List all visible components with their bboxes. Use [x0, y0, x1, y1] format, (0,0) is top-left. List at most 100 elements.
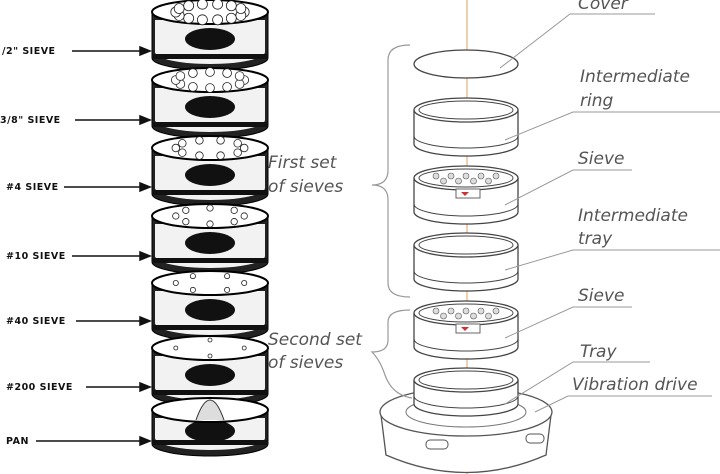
- cover: [413, 49, 519, 79]
- mesh-particle: [462, 307, 470, 315]
- part-band: [413, 338, 519, 352]
- mesh-particle: [447, 307, 455, 315]
- particle: [195, 151, 204, 160]
- sieve-mesh-shadow: [185, 299, 235, 321]
- particle: [216, 136, 225, 145]
- part-rim: [413, 232, 519, 258]
- sieve-band: [152, 325, 268, 330]
- particle: [224, 273, 231, 280]
- particle: [206, 220, 214, 228]
- second-set-label-1: Second set: [268, 330, 363, 350]
- particle: [173, 3, 185, 14]
- particle: [225, 12, 237, 24]
- second-set-brace: [370, 309, 413, 399]
- sieve-rim: [151, 335, 269, 361]
- particle: [234, 79, 245, 89]
- particle: [206, 204, 214, 212]
- sieve-mesh-shadow: [185, 96, 235, 118]
- first-set-label-2: of sieves: [268, 177, 343, 197]
- part-wall: [413, 313, 519, 360]
- particle: [188, 68, 198, 78]
- mesh-particle: [485, 177, 492, 185]
- part-band: [413, 135, 519, 149]
- mesh-particle: [432, 307, 440, 315]
- particle: [230, 218, 238, 226]
- particle: [233, 148, 242, 157]
- particle: [222, 68, 232, 78]
- mesh-particle: [440, 177, 447, 185]
- sieve-1: [413, 165, 519, 225]
- first-set-brace: [371, 44, 411, 298]
- label-no200-sieve: #200 SIEVE: [6, 382, 73, 393]
- tray: [413, 367, 519, 417]
- particle: [212, 0, 224, 10]
- part-rim: [413, 97, 519, 123]
- particle: [172, 212, 180, 220]
- sieve-band: [152, 190, 268, 195]
- mesh-particle: [432, 172, 440, 180]
- sieve-tag: [455, 323, 481, 334]
- part-ring-label-2: ring: [580, 91, 613, 111]
- mesh-particle: [492, 172, 500, 180]
- particle: [224, 286, 231, 293]
- particle: [235, 3, 247, 14]
- part-sieve1-label: Sieve: [578, 149, 625, 169]
- sieve: [151, 67, 269, 139]
- intermediate-ring: [413, 97, 519, 157]
- particle: [183, 12, 195, 24]
- sieve: [151, 203, 269, 275]
- part-inner-rim: [418, 303, 514, 323]
- mesh-particle: [470, 312, 477, 320]
- mesh-particle: [447, 172, 455, 180]
- particle: [183, 0, 195, 12]
- mesh-particle: [455, 312, 462, 320]
- part-itray-label-2: tray: [578, 229, 613, 249]
- sieve-tag: [455, 188, 481, 199]
- particle: [240, 212, 248, 220]
- particle: [234, 71, 245, 81]
- tag-marker: [461, 192, 469, 196]
- part-inner-rim: [418, 370, 514, 390]
- particle: [171, 143, 180, 153]
- particle: [172, 279, 179, 286]
- left-sieve-stack: [151, 0, 269, 457]
- mesh-particle: [440, 312, 447, 320]
- mesh-particle: [462, 172, 470, 180]
- sieve-band: [152, 390, 268, 395]
- particle: [173, 345, 179, 351]
- particle: [189, 273, 196, 280]
- particle: [196, 14, 208, 26]
- part-band: [413, 270, 519, 284]
- label-no40-sieve: #40 SIEVE: [6, 316, 66, 327]
- part-ring-label-1: Intermediate: [580, 67, 690, 87]
- tag-marker: [461, 327, 469, 331]
- label-pan: PAN: [6, 436, 29, 447]
- mesh-particle: [455, 177, 462, 185]
- sieve: [151, 135, 269, 207]
- particle: [178, 139, 187, 148]
- sieve-rim: [151, 135, 269, 161]
- particle: [196, 0, 208, 10]
- sieve: [151, 270, 269, 342]
- label-no10-sieve: #10 SIEVE: [6, 251, 66, 262]
- part-itray-label-1: Intermediate: [578, 206, 688, 226]
- mesh-particle: [485, 312, 492, 320]
- particle: [241, 279, 248, 286]
- sieve: [151, 0, 269, 71]
- mesh-particle: [477, 172, 485, 180]
- particle: [175, 71, 186, 81]
- particle: [230, 206, 238, 214]
- label-half-inch-sieve: /2" SIEVE: [2, 46, 56, 57]
- part-band: [413, 203, 519, 217]
- particle: [205, 67, 215, 77]
- particle: [207, 337, 213, 343]
- part-wall: [413, 178, 519, 225]
- particle: [182, 218, 190, 226]
- part-drive-label: Vibration drive: [572, 375, 698, 395]
- sieve-mesh-shadow: [185, 164, 235, 186]
- part-sieve2-label: Sieve: [578, 286, 625, 306]
- part-rim: [413, 367, 519, 393]
- particle: [222, 82, 232, 92]
- fines-pile: [195, 399, 225, 421]
